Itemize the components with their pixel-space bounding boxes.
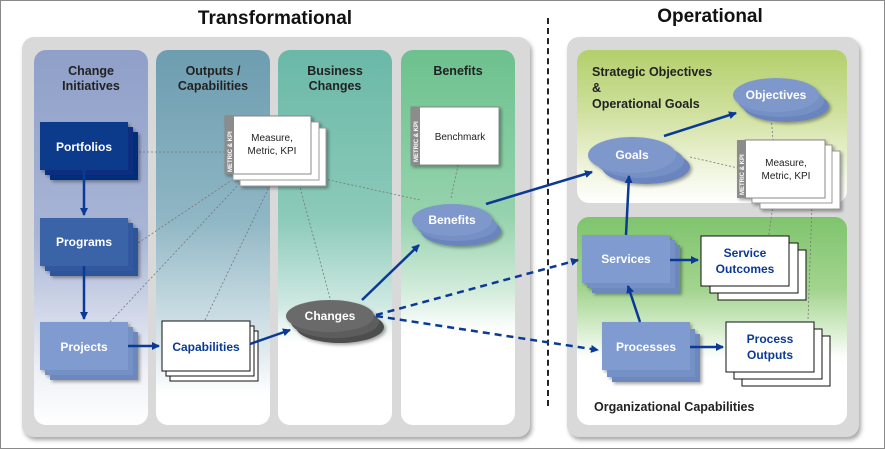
- arrow-benefits-goals: [485, 170, 593, 206]
- metric-tab-label: METRIC & KPI: [414, 121, 420, 162]
- lane-label: Outputs /: [185, 64, 241, 78]
- arrow-capabilities-changes: [249, 328, 291, 346]
- objectives-node[interactable]: Objectives: [733, 78, 829, 122]
- service-outcomes-label: Outcomes: [716, 262, 775, 276]
- metric-tab-label: METRIC & KPI: [228, 131, 234, 172]
- metric-tab-label: METRIC & KPI: [740, 154, 746, 195]
- projects-node[interactable]: Projects: [40, 322, 138, 380]
- benefits-label: Benefits: [428, 213, 476, 227]
- zone-label: Strategic Objectives: [592, 65, 713, 79]
- projects-label: Projects: [60, 340, 108, 354]
- lane-label: Change: [68, 64, 114, 78]
- capabilities-label: Capabilities: [172, 340, 240, 354]
- portfolios-label: Portfolios: [56, 140, 112, 154]
- capabilities-node[interactable]: Capabilities: [161, 320, 259, 382]
- lane-label: Benefits: [433, 64, 483, 78]
- transformational-title: Transformational: [197, 8, 353, 29]
- programs-label: Programs: [56, 235, 112, 249]
- zone-label: Operational Goals: [592, 97, 700, 111]
- benefits-node[interactable]: Benefits: [412, 204, 501, 246]
- goals-label: Goals: [615, 148, 649, 162]
- lane-label: Capabilities: [177, 79, 249, 93]
- processes-label: Processes: [616, 340, 676, 354]
- arrow-changes-processes: [375, 314, 599, 353]
- lane-label: Business: [307, 64, 363, 78]
- arrow-goals-objectives: [663, 111, 737, 138]
- changes-label: Changes: [305, 309, 356, 323]
- measure-label: Measure,: [251, 133, 293, 144]
- service-outcomes-label: Service: [724, 246, 767, 260]
- process-outputs-label: Process: [747, 332, 794, 346]
- solid-arrows: [80, 111, 737, 351]
- zone-label: &: [592, 81, 602, 95]
- goals-node[interactable]: Goals: [588, 137, 690, 184]
- process-outputs-node[interactable]: Process Outputs: [725, 321, 831, 387]
- lane-label: Initiatives: [62, 79, 120, 93]
- objectives-label: Objectives: [746, 88, 807, 102]
- benchmark-label: Benchmark: [435, 132, 487, 143]
- measure-label: Measure,: [765, 158, 807, 169]
- services-label: Services: [601, 252, 651, 266]
- service-outcomes-node[interactable]: Service Outcomes: [700, 235, 807, 301]
- metric-card-benchmark[interactable]: METRIC & KPI Benchmark: [410, 106, 500, 166]
- lane-label: Changes: [308, 79, 362, 93]
- portfolios-node[interactable]: Portfolios: [40, 122, 138, 180]
- arrow-processes-services: [626, 285, 642, 323]
- metric-card-operational[interactable]: METRIC & KPI Measure, Metric, KPI: [737, 139, 841, 210]
- metric-card-outputs[interactable]: METRIC & KPI Measure, Metric, KPI: [224, 115, 327, 187]
- measure-label: Metric, KPI: [248, 146, 297, 157]
- dashed-arrows: [375, 257, 599, 353]
- changes-node[interactable]: Changes: [286, 300, 384, 343]
- arrow-services-goals: [624, 175, 633, 236]
- measure-label: Metric, KPI: [762, 171, 811, 182]
- programs-node[interactable]: Programs: [40, 218, 138, 276]
- operational-title: Operational: [657, 6, 763, 27]
- zone-label: Organizational Capabilities: [594, 400, 755, 414]
- services-node[interactable]: Services: [582, 235, 680, 293]
- arrow-changes-benefits: [361, 244, 420, 301]
- arrow-changes-services: [375, 257, 579, 317]
- section-divider: [547, 18, 549, 406]
- dotted-links: [109, 114, 813, 323]
- process-outputs-label: Outputs: [747, 348, 793, 362]
- processes-node[interactable]: Processes: [602, 322, 700, 382]
